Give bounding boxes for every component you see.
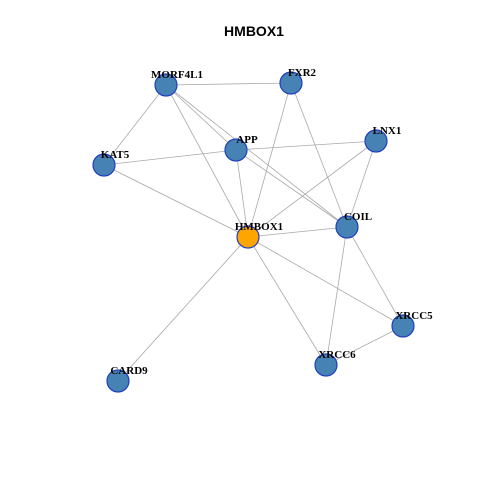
node-circle-xrcc5 (391, 314, 415, 338)
edge-hmbox1-coil (247, 226, 348, 238)
node-hmbox1: HMBOX1 (235, 221, 283, 249)
node-lnx1: LNX1 (364, 125, 402, 153)
node-morf4l1: MORF4L1 (151, 69, 203, 97)
edge-hmbox1-xrcc6 (247, 236, 327, 366)
edge-coil-xrcc6 (325, 226, 348, 366)
edge-kat5-hmbox1 (103, 164, 249, 238)
edge-app-lnx1 (235, 140, 377, 151)
node-fxr2: FXR2 (279, 67, 317, 95)
edge-hmbox1-card9 (117, 236, 249, 382)
edge-xrcc5-xrcc6 (325, 325, 404, 366)
node-circle-fxr2 (279, 71, 303, 95)
edge-morf4l1-coil (165, 84, 348, 228)
node-circle-xrcc6 (314, 353, 338, 377)
node-circle-app (224, 138, 248, 162)
node-label-hmbox1: HMBOX1 (235, 221, 283, 233)
node-circle-hmbox1 (236, 225, 260, 249)
graph-title: HMBOX1 (224, 23, 284, 39)
edge-coil-xrcc5 (346, 226, 404, 327)
edge-morf4l1-kat5 (103, 84, 167, 166)
node-label-card9: CARD9 (110, 365, 148, 377)
edge-morf4l1-app (165, 84, 237, 151)
edge-fxr2-hmbox1 (247, 82, 292, 238)
node-label-coil: COIL (344, 211, 372, 223)
node-label-morf4l1: MORF4L1 (151, 69, 203, 81)
node-card9: CARD9 (106, 365, 148, 393)
edges-layer (103, 82, 404, 382)
edge-morf4l1-hmbox1 (165, 84, 249, 238)
node-label-kat5: KAT5 (101, 149, 130, 161)
node-coil: COIL (335, 211, 372, 239)
node-label-xrcc6: XRCC6 (318, 349, 356, 361)
node-app: APP (224, 134, 258, 162)
edge-app-hmbox1 (235, 149, 249, 238)
node-label-xrcc5: XRCC5 (395, 310, 433, 322)
node-kat5: KAT5 (92, 149, 130, 177)
edge-kat5-app (103, 149, 237, 166)
node-xrcc5: XRCC5 (391, 310, 433, 338)
node-circle-lnx1 (364, 129, 388, 153)
edge-lnx1-coil (346, 140, 377, 228)
node-circle-kat5 (92, 153, 116, 177)
edge-app-coil (235, 149, 348, 228)
node-label-app: APP (236, 134, 258, 146)
node-circle-morf4l1 (154, 73, 178, 97)
node-circle-card9 (106, 369, 130, 393)
edge-hmbox1-xrcc5 (247, 236, 404, 327)
node-circle-coil (335, 215, 359, 239)
node-label-fxr2: FXR2 (288, 67, 317, 79)
node-label-lnx1: LNX1 (373, 125, 402, 137)
edge-fxr2-coil (290, 82, 348, 228)
edge-lnx1-hmbox1 (247, 140, 377, 238)
edge-morf4l1-fxr2 (165, 82, 292, 86)
node-xrcc6: XRCC6 (314, 349, 356, 377)
